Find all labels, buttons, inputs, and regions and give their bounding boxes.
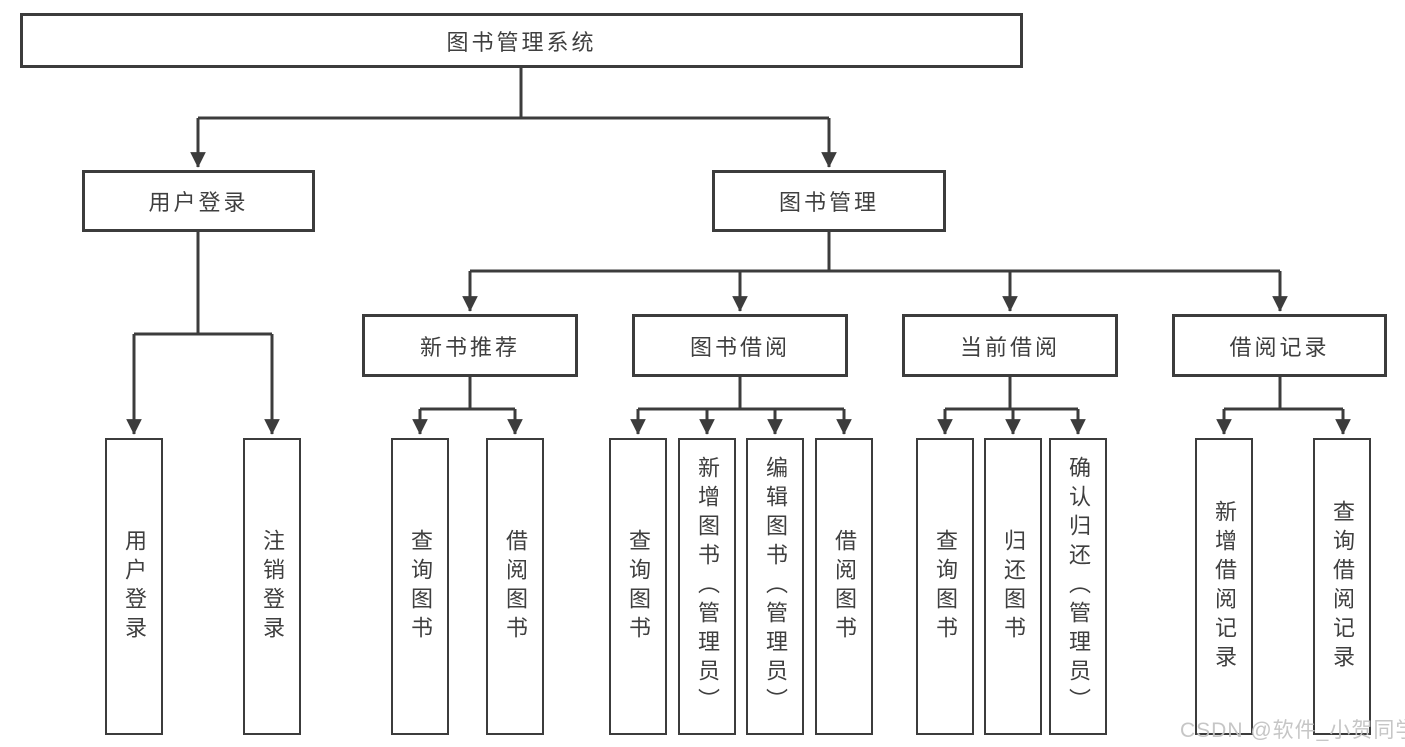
leaf-borrow-edit-books-admin: 编辑图书（管理员） <box>746 438 804 735</box>
leaf-label: 查询借阅记录 <box>1330 499 1355 674</box>
node-label: 当前借阅 <box>959 334 1060 360</box>
leaf-label: 查询图书 <box>626 528 651 645</box>
leaf-current-confirm-return-admin: 确认归还（管理员） <box>1049 438 1107 735</box>
csdn-watermark: CSDN @软件_小贺同学 <box>1180 719 1405 742</box>
leaf-user-login: 用户登录 <box>105 438 163 735</box>
leaf-label: 新增图书（管理员） <box>695 456 720 717</box>
leaf-label: 注销登录 <box>260 528 285 645</box>
node-label: 借阅记录 <box>1229 334 1330 360</box>
node-book-borrow: 图书借阅 <box>632 314 848 377</box>
node-current-borrow: 当前借阅 <box>902 314 1118 377</box>
leaf-borrow-borrow-books: 借阅图书 <box>815 438 873 735</box>
node-new-book-recommend: 新书推荐 <box>362 314 578 377</box>
leaf-label: 借阅图书 <box>832 528 857 645</box>
node-label: 图书管理 <box>778 190 879 215</box>
leaf-label: 借阅图书 <box>503 528 528 645</box>
leaf-current-return-books: 归还图书 <box>984 438 1042 735</box>
node-label: 图书借阅 <box>689 334 790 360</box>
leaf-recommend-borrow-books: 借阅图书 <box>486 438 544 735</box>
leaf-recommend-query-books: 查询图书 <box>391 438 449 735</box>
node-label: 用户登录 <box>148 190 249 215</box>
leaf-label: 归还图书 <box>1001 528 1026 645</box>
leaf-label: 编辑图书（管理员） <box>763 456 788 717</box>
connector-trunks <box>134 66 1343 411</box>
node-label: 新书推荐 <box>419 334 520 360</box>
leaf-logout: 注销登录 <box>243 438 301 735</box>
leaf-borrow-query-books: 查询图书 <box>609 438 667 735</box>
node-user-login: 用户登录 <box>82 170 315 232</box>
node-label: 图书管理系统 <box>446 29 597 55</box>
node-borrow-record: 借阅记录 <box>1172 314 1387 377</box>
node-library-management-system: 图书管理系统 <box>20 13 1023 68</box>
leaf-record-query-borrow-record: 查询借阅记录 <box>1313 438 1371 735</box>
leaf-record-add-borrow-record: 新增借阅记录 <box>1195 438 1253 735</box>
leaf-label: 新增借阅记录 <box>1212 499 1237 674</box>
leaf-label: 查询图书 <box>933 528 958 645</box>
leaf-label: 确认归还（管理员） <box>1066 456 1091 717</box>
leaf-borrow-add-books-admin: 新增图书（管理员） <box>678 438 736 735</box>
node-book-management: 图书管理 <box>712 170 946 232</box>
leaf-label: 查询图书 <box>408 528 433 645</box>
leaf-label: 用户登录 <box>122 528 147 645</box>
leaf-current-query-books: 查询图书 <box>916 438 974 735</box>
